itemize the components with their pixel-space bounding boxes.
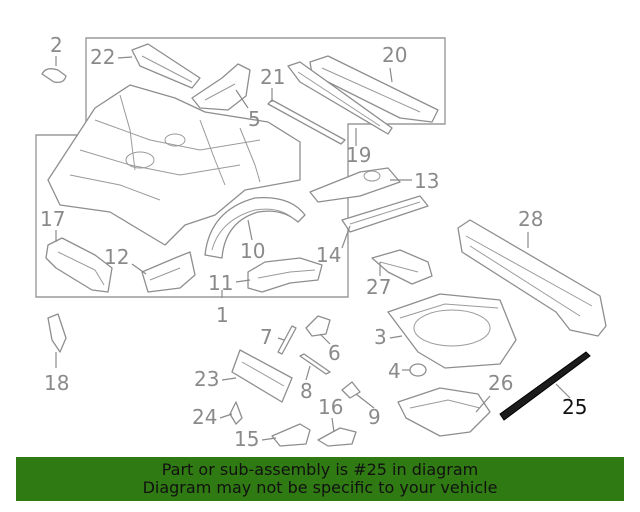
- part-7-shape: [277, 325, 297, 355]
- part-17-shape: [45, 237, 113, 293]
- label-21: 21: [260, 65, 285, 89]
- part-27-shape: [371, 249, 433, 285]
- part-11-shape: [247, 257, 323, 293]
- label-3: 3: [374, 325, 387, 349]
- info-banner: Part or sub-assembly is #25 in diagram D…: [16, 457, 624, 501]
- label-28: 28: [518, 207, 543, 231]
- label-13: 13: [414, 169, 439, 193]
- part-25-shape: [499, 351, 591, 421]
- label-5: 5: [248, 107, 261, 131]
- part-15-shape: [271, 423, 311, 447]
- label-10: 10: [240, 239, 265, 263]
- part-18-shape: [47, 313, 67, 353]
- part-13-shape: [309, 167, 401, 203]
- label-18: 18: [44, 371, 69, 395]
- label-24: 24: [192, 405, 217, 429]
- part-4-shape: [409, 363, 427, 377]
- part-6-shape: [305, 315, 331, 337]
- part-16-shape: [317, 427, 357, 447]
- label-17: 17: [40, 207, 65, 231]
- wheelhouse-10-shape: [204, 196, 306, 259]
- part-8-shape: [299, 353, 331, 375]
- label-14: 14: [316, 243, 341, 267]
- label-15: 15: [234, 427, 259, 451]
- part-9-shape: [341, 381, 361, 399]
- banner-line-2: Diagram may not be specific to your vehi…: [142, 478, 498, 497]
- label-2: 2: [50, 33, 63, 57]
- label-16: 16: [318, 395, 343, 419]
- banner-line-1: Part or sub-assembly is #25 in diagram: [161, 460, 479, 479]
- part-21-shape: [267, 99, 346, 145]
- leader-lines: [55, 56, 571, 441]
- label-8: 8: [300, 379, 313, 403]
- part-26-shape: [397, 387, 491, 437]
- label-11: 11: [208, 271, 233, 295]
- label-20: 20: [382, 43, 407, 67]
- label-7: 7: [260, 325, 273, 349]
- label-19: 19: [346, 143, 371, 167]
- label-12: 12: [104, 245, 129, 269]
- label-26: 26: [488, 371, 513, 395]
- part-2-shape: [41, 68, 67, 84]
- label-1: 1: [216, 303, 229, 327]
- part-3-shape: [387, 293, 517, 369]
- label-23: 23: [194, 367, 219, 391]
- label-9: 9: [368, 405, 381, 429]
- part-12-shape: [141, 251, 196, 293]
- part-19-shape: [287, 61, 393, 135]
- label-27: 27: [366, 275, 391, 299]
- part-23-shape: [231, 349, 293, 403]
- assembly-1-outline: [35, 37, 446, 298]
- part-5-shape: [191, 63, 251, 111]
- part-28-shape: [457, 219, 607, 337]
- label-6: 6: [328, 341, 341, 365]
- label-25: 25: [562, 395, 587, 419]
- label-22: 22: [90, 45, 115, 69]
- part-14-shape: [341, 195, 429, 233]
- label-4: 4: [388, 359, 401, 383]
- floor-pan-shape: [47, 84, 301, 246]
- part-24-shape: [229, 401, 243, 425]
